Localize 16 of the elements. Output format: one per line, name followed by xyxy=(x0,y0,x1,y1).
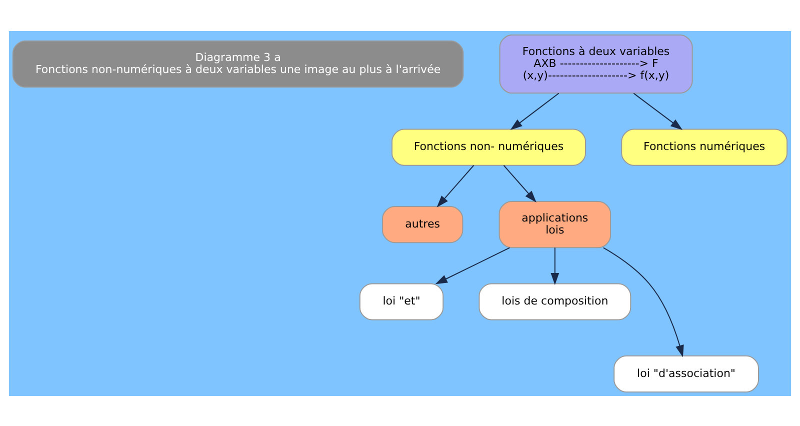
arrow xyxy=(603,246,684,357)
arrow xyxy=(510,92,560,130)
node-box: autres xyxy=(382,205,464,243)
node-box: lois de composition xyxy=(478,282,632,320)
arrow xyxy=(436,164,474,207)
node-box: Fonctions non- numériques xyxy=(391,128,586,166)
arrow xyxy=(435,246,510,284)
arrow xyxy=(633,92,683,130)
arrow xyxy=(550,247,560,285)
node-box: Diagramme 3 a Fonctions non-numériques à deux variables une image au plus à l'arrivée xyxy=(12,40,464,88)
node-box: Fonctions à deux variables AXB --------------------> F (x,y)--------------------> f(x,y) xyxy=(499,34,693,94)
node-box: loi "et" xyxy=(359,282,444,320)
node-box: loi "d'association" xyxy=(614,354,759,392)
arrow xyxy=(503,164,536,202)
node-box: applications lois xyxy=(498,200,612,248)
node-box: Fonctions numériques xyxy=(621,128,788,166)
